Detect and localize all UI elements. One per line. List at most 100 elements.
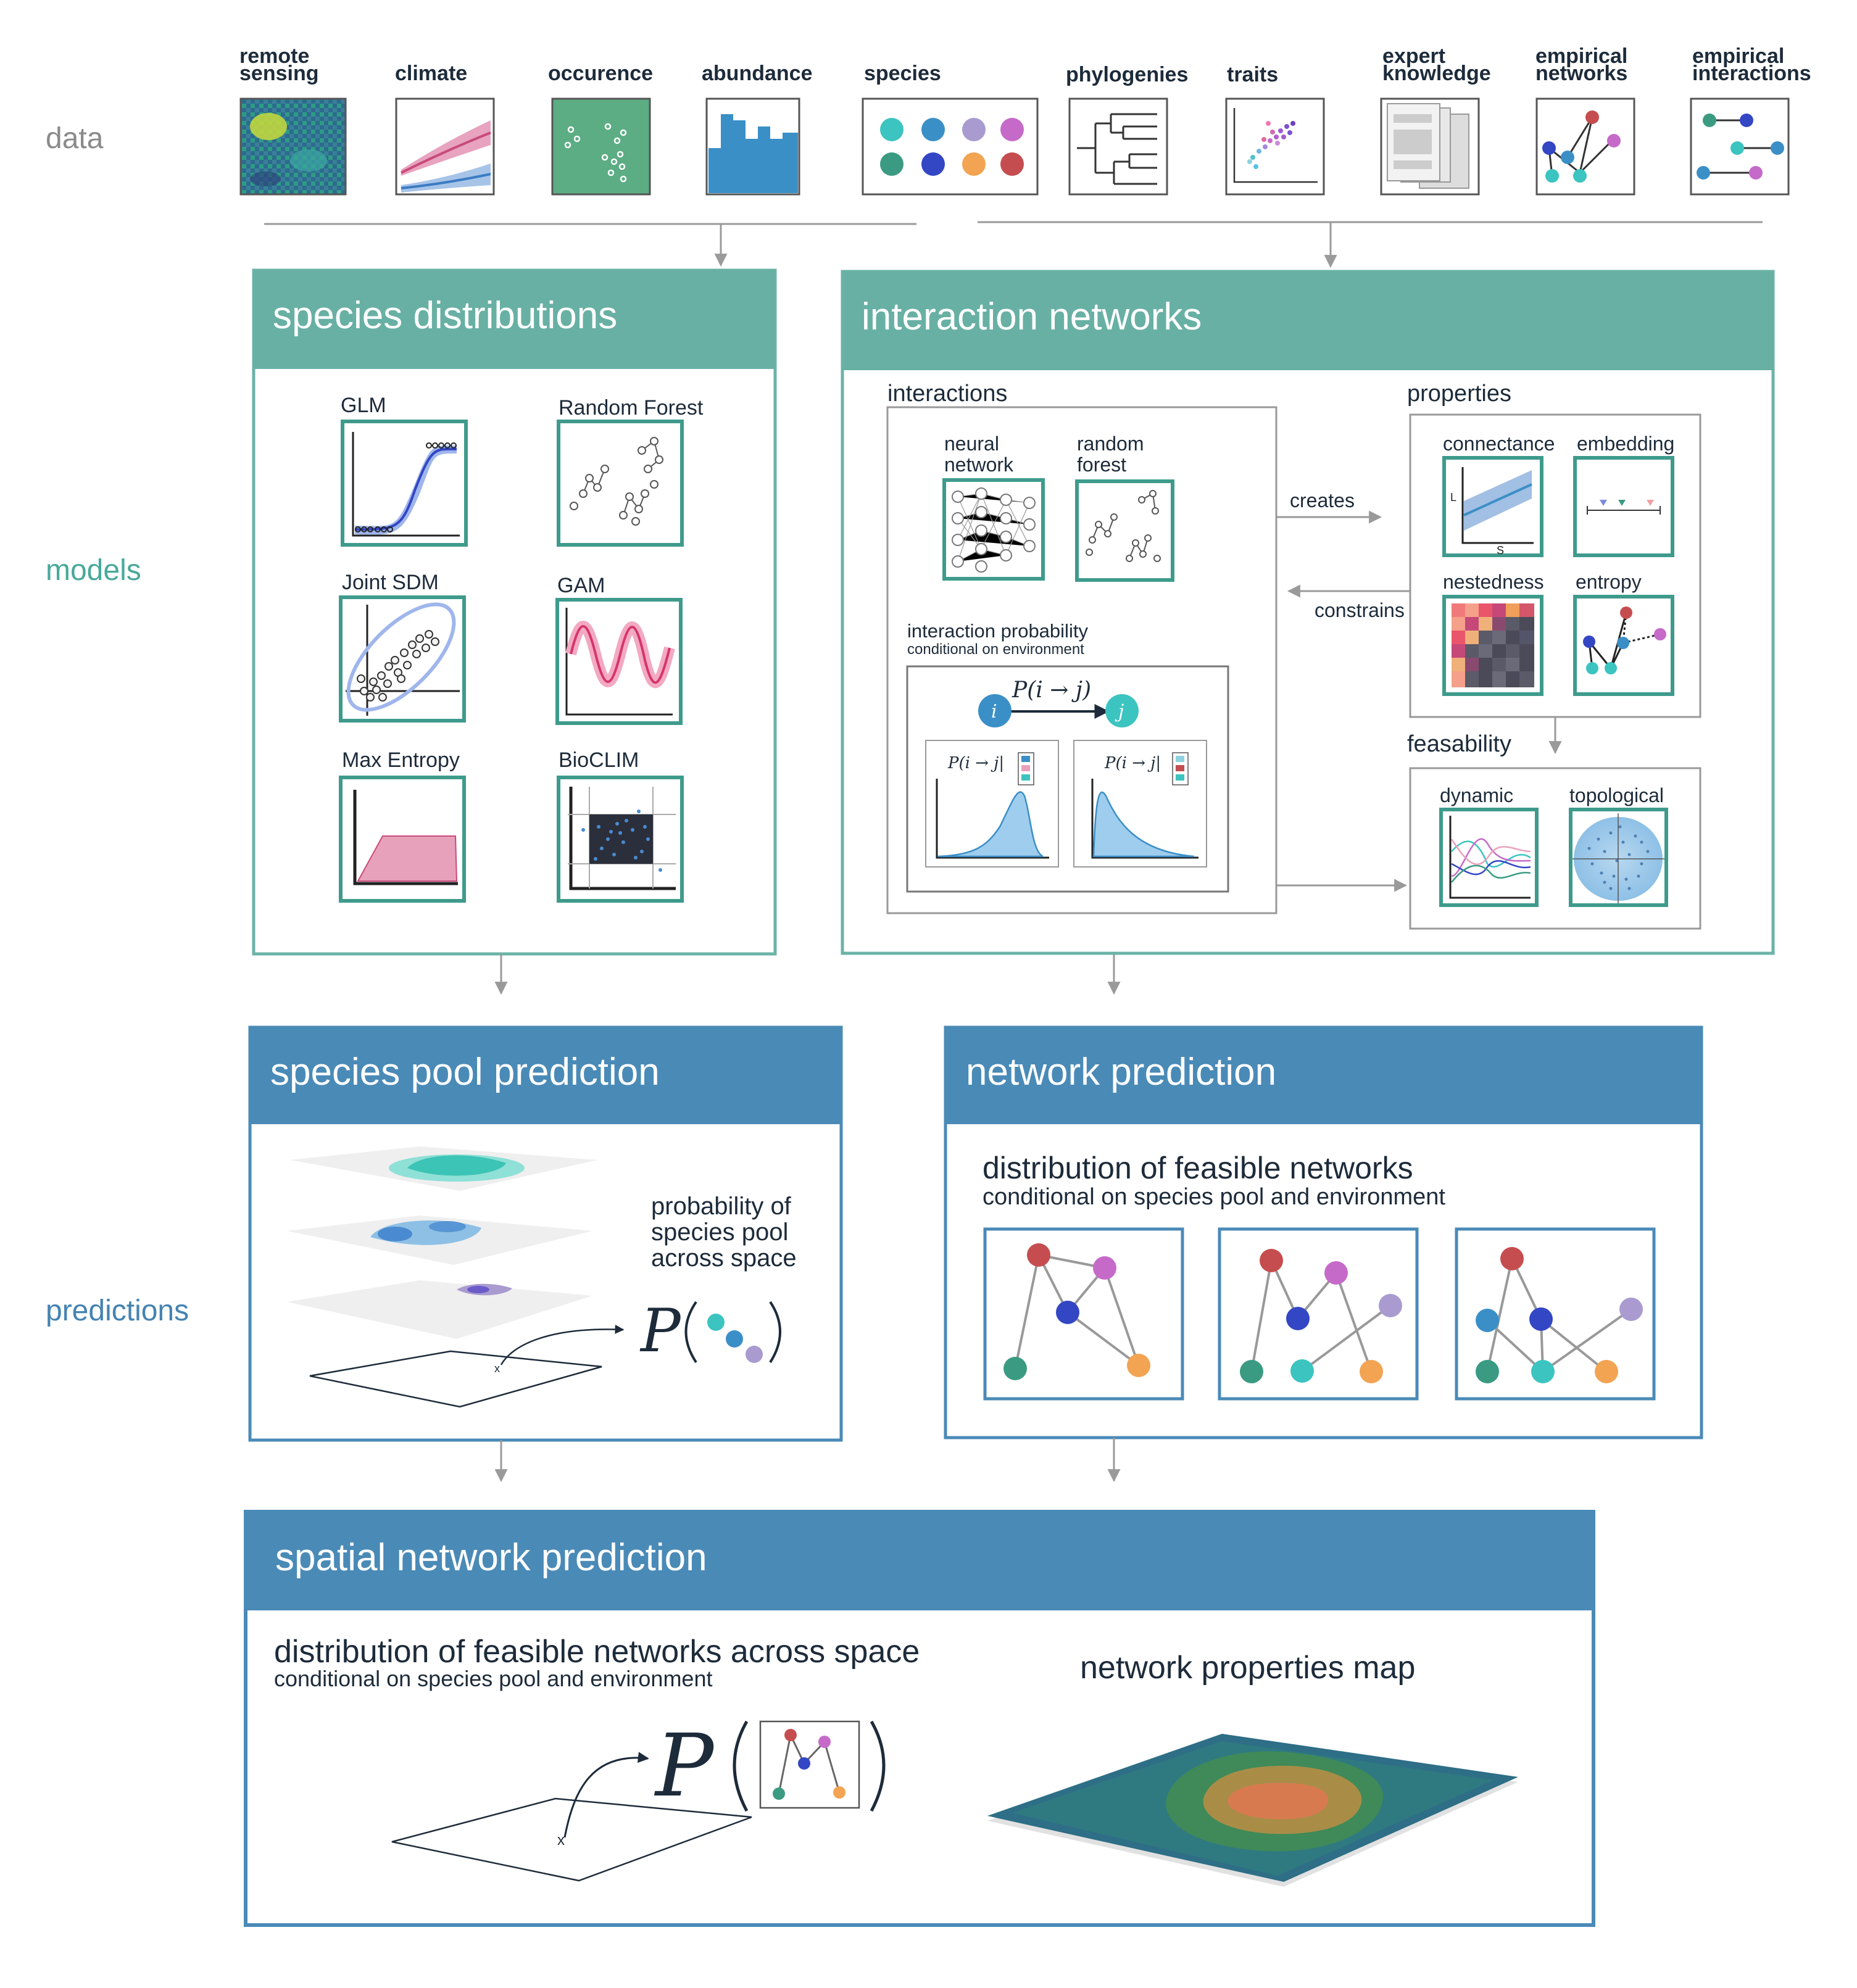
topological-icon [1569, 808, 1668, 907]
embedding-icon [1573, 456, 1674, 557]
network-sample-2 [1218, 1227, 1419, 1401]
feasability-label: feasability [1407, 731, 1511, 757]
embedding-label: embedding [1577, 433, 1674, 455]
interaction-networks-panel: interaction networks interactions neural… [841, 270, 1775, 955]
random-forest-icon [557, 420, 684, 547]
data-label-expert-1: expert [1382, 44, 1445, 68]
conditional-plot-1: P(i → j| [925, 740, 1059, 868]
network-prediction-heading: distribution of feasible networks [983, 1151, 1413, 1185]
empirical-interactions-icon [1690, 97, 1790, 196]
data-label-climate: climate [395, 62, 467, 85]
data-label-remote-sensing-2: sensing [239, 62, 318, 85]
empirical-networks-icon [1535, 97, 1635, 196]
spatial-cross: x [557, 1832, 565, 1849]
nestedness-label: nestedness [1443, 571, 1544, 593]
dynamic-label: dynamic [1440, 784, 1513, 806]
interactions-label: interactions [887, 381, 1007, 407]
neural-network-label-1: neural [944, 433, 999, 455]
species-pool-cross: x [494, 1362, 500, 1375]
entropy-label: entropy [1576, 571, 1642, 593]
species-pool-text-1: probability of [651, 1193, 792, 1220]
data-label-empirical-networks-2: networks [1535, 62, 1627, 85]
data-label-empirical-interactions-1: empirical [1692, 44, 1784, 68]
remote-sensing-icon [239, 97, 347, 196]
data-label-empirical-interactions-2: interactions [1692, 62, 1811, 85]
abundance-icon [705, 97, 800, 196]
data-label-expert-2: knowledge [1382, 62, 1491, 85]
model-label-random-forest: Random Forest [559, 396, 704, 420]
network-sample-1 [983, 1227, 1184, 1401]
network-prediction-title: network prediction [966, 1051, 1276, 1093]
conditional-plot-2: P(i → j| [1073, 740, 1207, 868]
creates-label: creates [1290, 489, 1355, 511]
network-properties-map [987, 1734, 1518, 1887]
properties-label: properties [1407, 381, 1511, 407]
random-forest-label-2: forest [1077, 454, 1126, 476]
neural-network-label-2: network [944, 454, 1014, 476]
random-forest-label-1: random [1077, 433, 1144, 455]
species-pool-title: species pool prediction [270, 1051, 660, 1093]
joint-sdm-icon [339, 595, 466, 723]
model-label-joint-sdm: Joint SDM [342, 571, 439, 594]
spatial-heading: distribution of feasible networks across… [274, 1634, 920, 1670]
connectance-label: connectance [1443, 433, 1555, 455]
node-i [978, 694, 1012, 727]
network-prediction-panel: network prediction distribution of feasi… [944, 1025, 1703, 1439]
species-pool-text-3: across space [651, 1245, 797, 1272]
climate-icon [395, 97, 495, 196]
conditional-expr-1: P(i → j| [947, 754, 1004, 772]
data-label-empirical-networks-1: empirical [1535, 44, 1627, 68]
row-label-data: data [46, 122, 104, 155]
species-pool-panel: species pool prediction x probability of… [248, 1025, 843, 1442]
model-label-glm: GLM [341, 394, 386, 417]
gam-icon [555, 598, 683, 725]
neural-network-icon [942, 478, 1045, 581]
model-label-bioclim: BioCLIM [559, 748, 639, 772]
species-icon [862, 97, 1039, 196]
nestedness-icon [1442, 595, 1543, 696]
connectance-axis-l: L [1450, 491, 1456, 503]
spatial-p: P [654, 1716, 715, 1816]
row-label-models: models [46, 554, 141, 587]
model-label-max-entropy: Max Entropy [342, 748, 460, 772]
data-label-occurence: occurence [548, 62, 653, 85]
spatial-network-title: spatial network prediction [275, 1536, 707, 1579]
row-label-predictions: predictions [46, 1294, 189, 1327]
node-i-label: i [991, 701, 997, 723]
glm-icon [341, 420, 468, 547]
bioclim-icon [557, 776, 684, 903]
constrains-label: constrains [1315, 599, 1405, 621]
interaction-random-forest-icon [1075, 479, 1174, 582]
network-prediction-sub: conditional on species pool and environm… [983, 1184, 1445, 1210]
expert-knowledge-icon [1380, 97, 1480, 196]
species-distributions-title: species distributions [273, 294, 617, 337]
data-label-traits: traits [1227, 63, 1278, 86]
topological-label: topological [1569, 784, 1664, 806]
data-row: remote sensing climate occurence abundan… [239, 44, 1811, 268]
node-j [1105, 694, 1139, 727]
network-properties-map-title: network properties map [1080, 1650, 1415, 1686]
connectance-icon: L S [1442, 456, 1543, 557]
spatial-network-thumbnail [759, 1720, 860, 1809]
interaction-networks-title: interaction networks [862, 296, 1202, 338]
network-sample-3 [1455, 1227, 1656, 1401]
data-label-phylogenies: phylogenies [1066, 63, 1188, 86]
max-entropy-icon [339, 776, 466, 903]
data-label-abundance: abundance [702, 62, 812, 85]
traits-icon [1225, 97, 1325, 196]
interaction-probability-title: interaction probability [907, 620, 1088, 642]
model-label-gam: GAM [557, 574, 605, 597]
dynamic-icon [1439, 808, 1539, 907]
conditional-expr-2: P(i → j| [1104, 754, 1161, 772]
species-pool-p: P [639, 1296, 681, 1365]
spatial-network-panel: spatial network prediction distribution … [244, 1510, 1595, 1927]
phylogenies-icon [1068, 97, 1168, 196]
connectance-axis-s: S [1497, 544, 1504, 557]
occurence-icon [551, 97, 651, 196]
prob-expression: P(i → j) [1012, 677, 1091, 703]
data-label-species: species [864, 62, 941, 85]
species-distributions-panel: species distributions GLM Random Forest … [252, 268, 777, 956]
interaction-probability-sub: conditional on environment [907, 641, 1084, 658]
entropy-icon [1573, 595, 1674, 696]
